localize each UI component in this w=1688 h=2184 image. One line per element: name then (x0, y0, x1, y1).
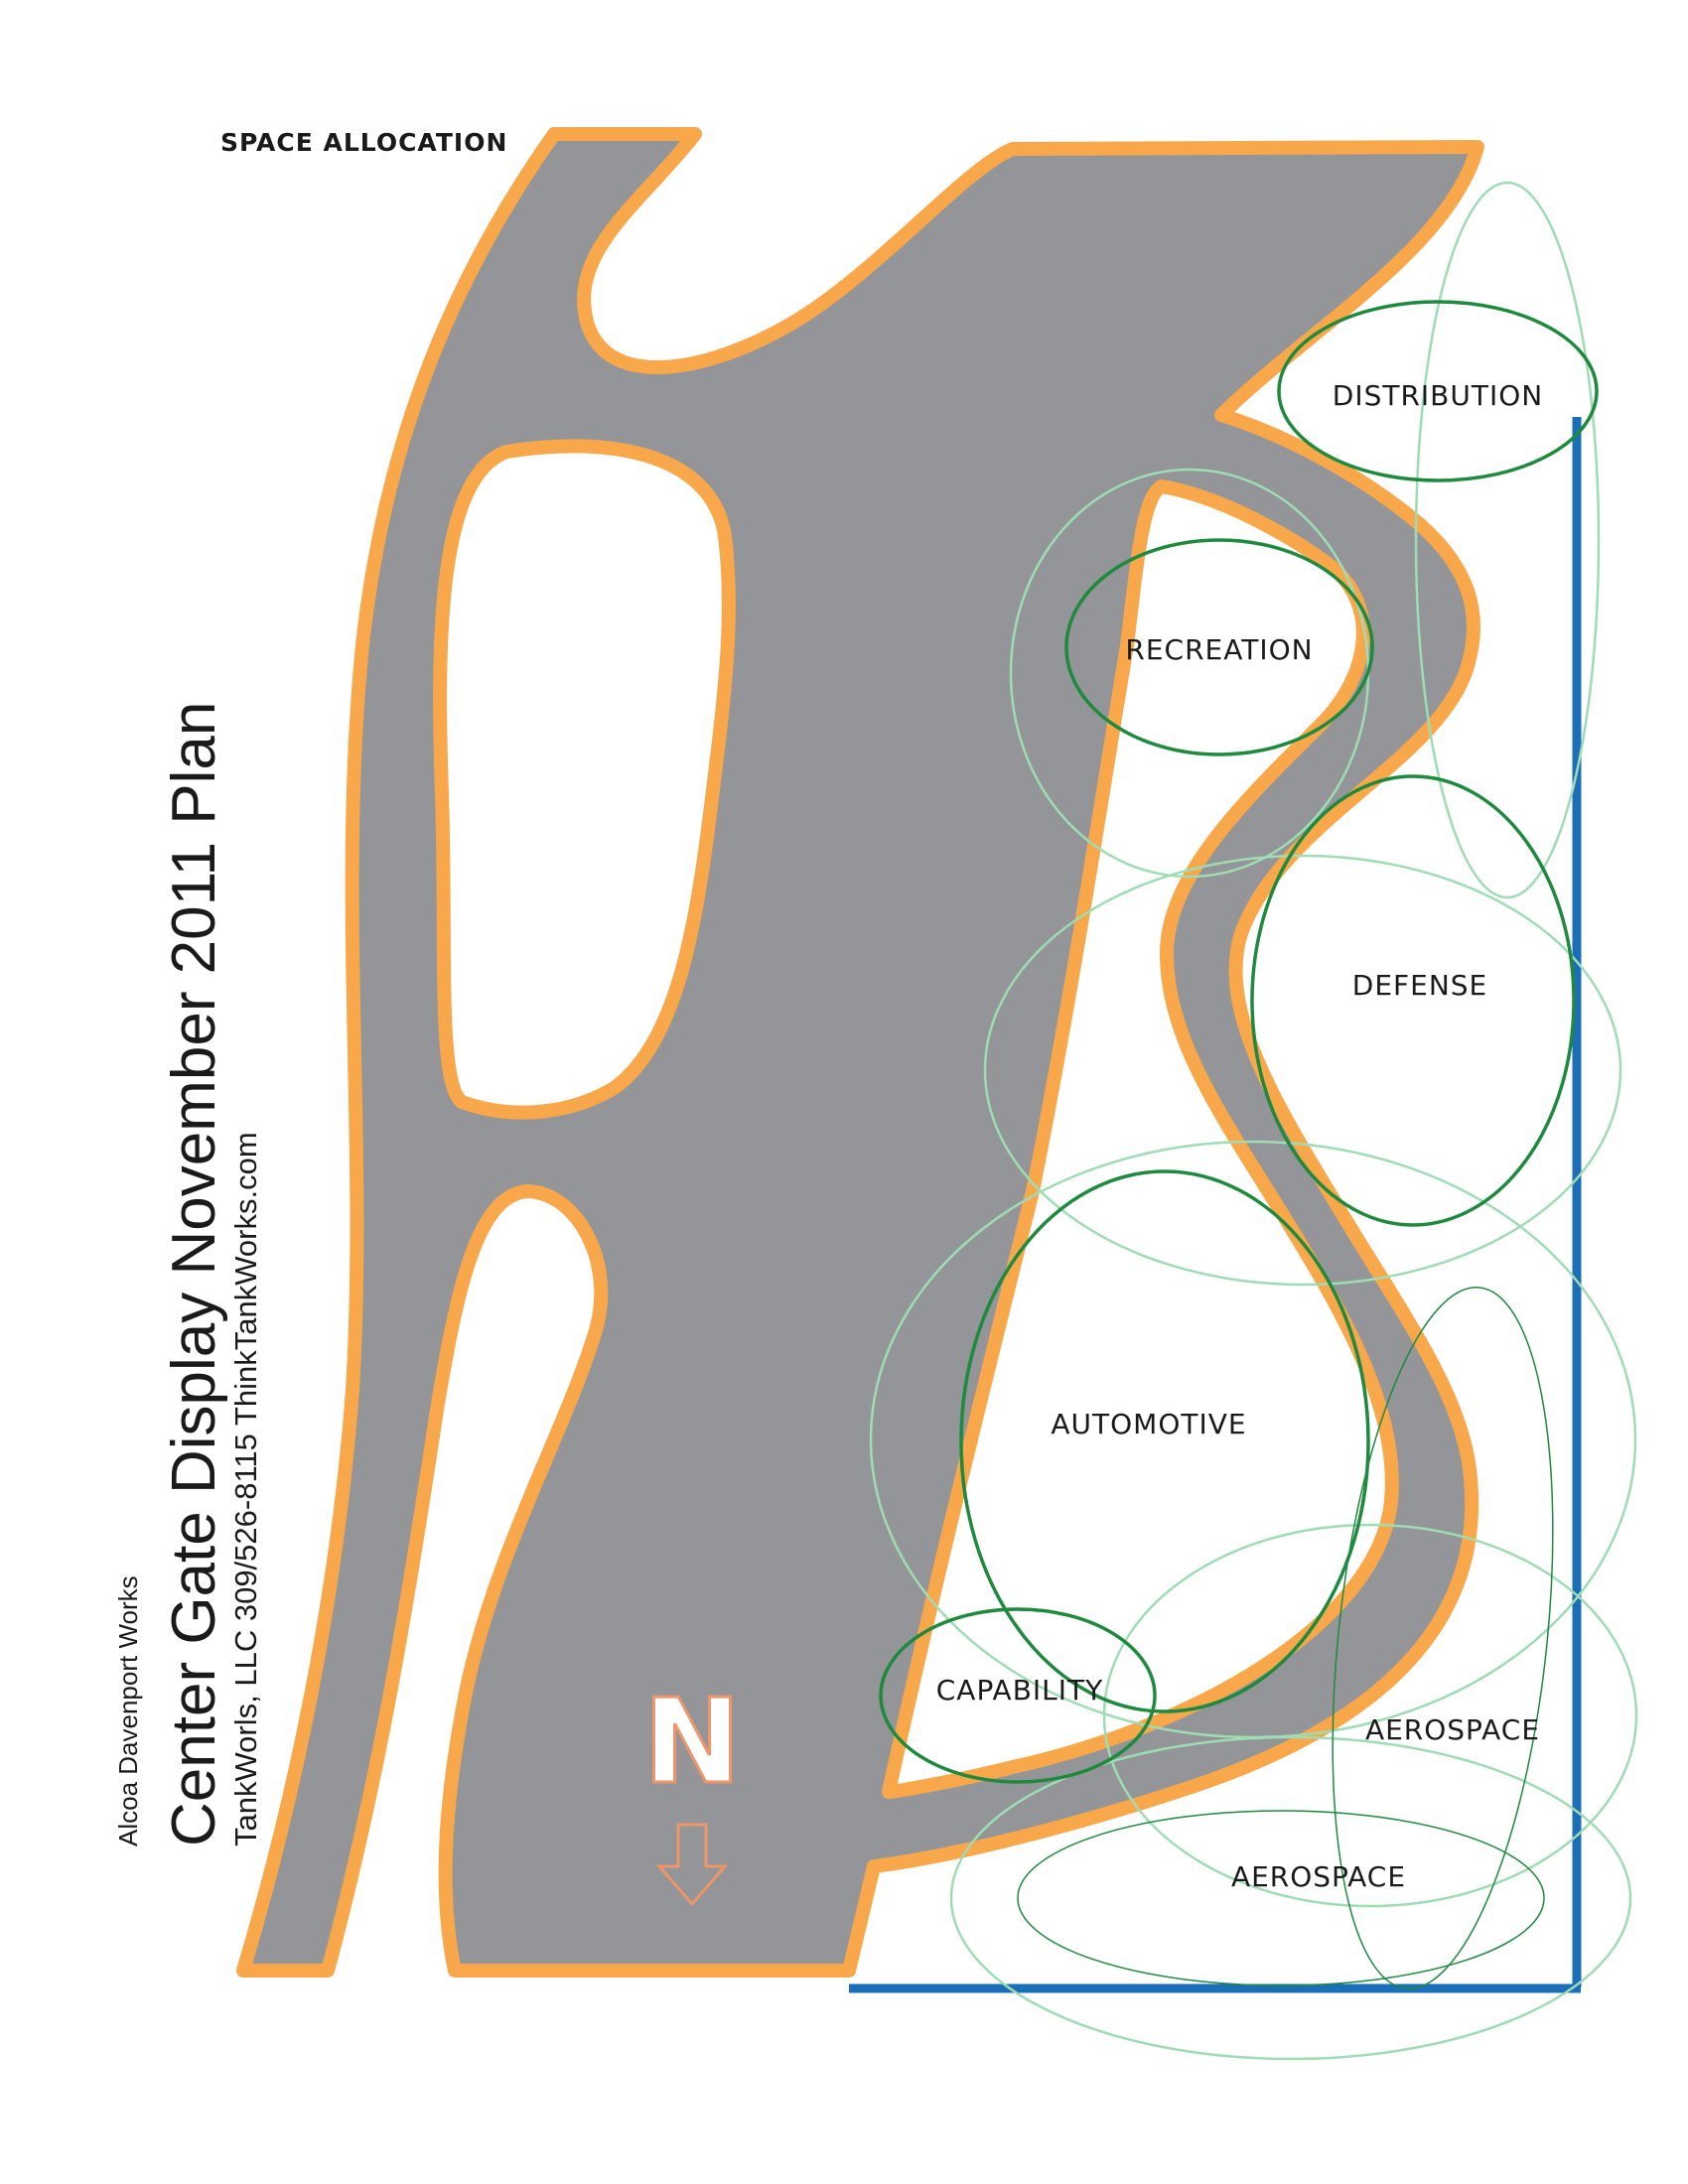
zone-overlays-light (869, 181, 1638, 2061)
zone-automotive-outline (959, 1169, 1370, 1713)
zone-labels: DISTRIBUTION RECREATION DEFENSE AUTOMOTI… (936, 379, 1543, 1893)
north-letter: N (643, 1673, 742, 1810)
title-block: Alcoa Davenport Works Center Gate Displa… (113, 702, 263, 1846)
zone-label-defense: DEFENSE (1352, 969, 1487, 1002)
zone-outline (949, 1735, 1632, 2061)
zone-outline (983, 854, 1622, 1287)
zone-recreation-outline (1064, 538, 1374, 756)
road-island-upper (433, 439, 737, 1120)
zone-overlays-dark (879, 300, 1599, 1784)
zone-label-aerospace-lower: AEROSPACE (1231, 1860, 1406, 1893)
zone-distribution-outline (1277, 300, 1599, 482)
north-arrow-icon (655, 1823, 729, 1907)
owner-label: Alcoa Davenport Works (113, 1575, 143, 1846)
zone-label-automotive: AUTOMOTIVE (1051, 1408, 1246, 1440)
zone-capability-outline (879, 1607, 1157, 1784)
road-loop-inner (882, 479, 1399, 1799)
zone-label-recreation: RECREATION (1125, 633, 1313, 666)
zone-outline (1017, 1810, 1545, 1986)
zone-label-distribution: DISTRIBUTION (1333, 379, 1543, 412)
zone-defense-outline (1250, 774, 1576, 1227)
zone-label-capability: CAPABILITY (936, 1674, 1103, 1706)
roadway (236, 127, 1484, 1978)
contact-line: TankWorls, LLC 309/526-8115 ThinkTankWor… (228, 1132, 263, 1846)
north-arrow: N (641, 1672, 743, 1907)
zone-outline (1102, 1523, 1638, 1908)
plan-title: Center Gate Display November 2011 Plan (160, 702, 228, 1846)
main-road (236, 127, 1484, 1978)
page-title: SPACE ALLOCATION (220, 128, 507, 157)
zone-label-aerospace-upper: AEROSPACE (1365, 1713, 1540, 1746)
zone-outline (1332, 1287, 1554, 1989)
zone-overlays-mid (1017, 1287, 1554, 1989)
zone-outline (1414, 181, 1601, 899)
site-boundary (849, 417, 1582, 1993)
